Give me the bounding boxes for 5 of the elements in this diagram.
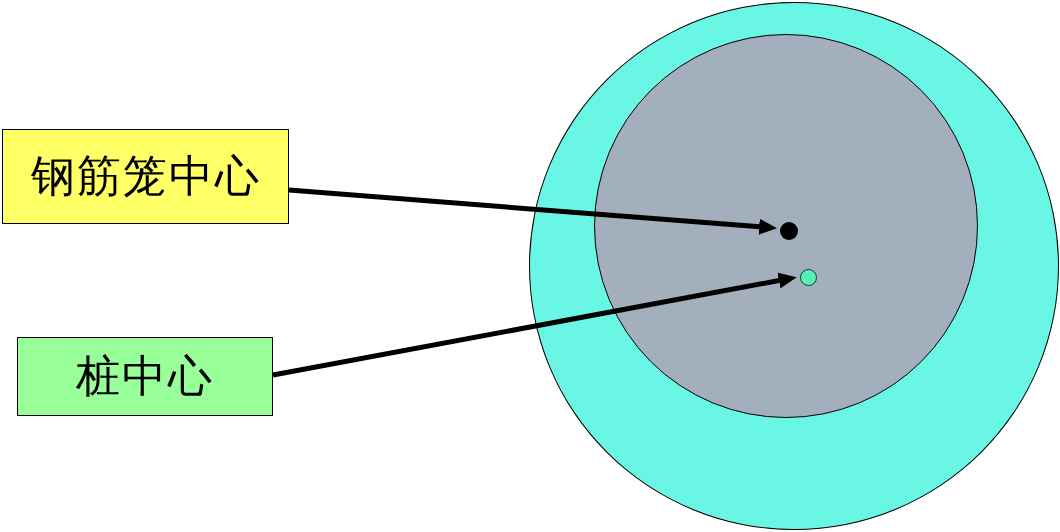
dot-icon xyxy=(799,269,817,286)
arrow xyxy=(288,187,778,235)
dot-icon xyxy=(780,222,798,240)
callout-label: 桩中心 xyxy=(17,337,273,416)
callout-label: 钢筋笼中心 xyxy=(2,129,289,224)
